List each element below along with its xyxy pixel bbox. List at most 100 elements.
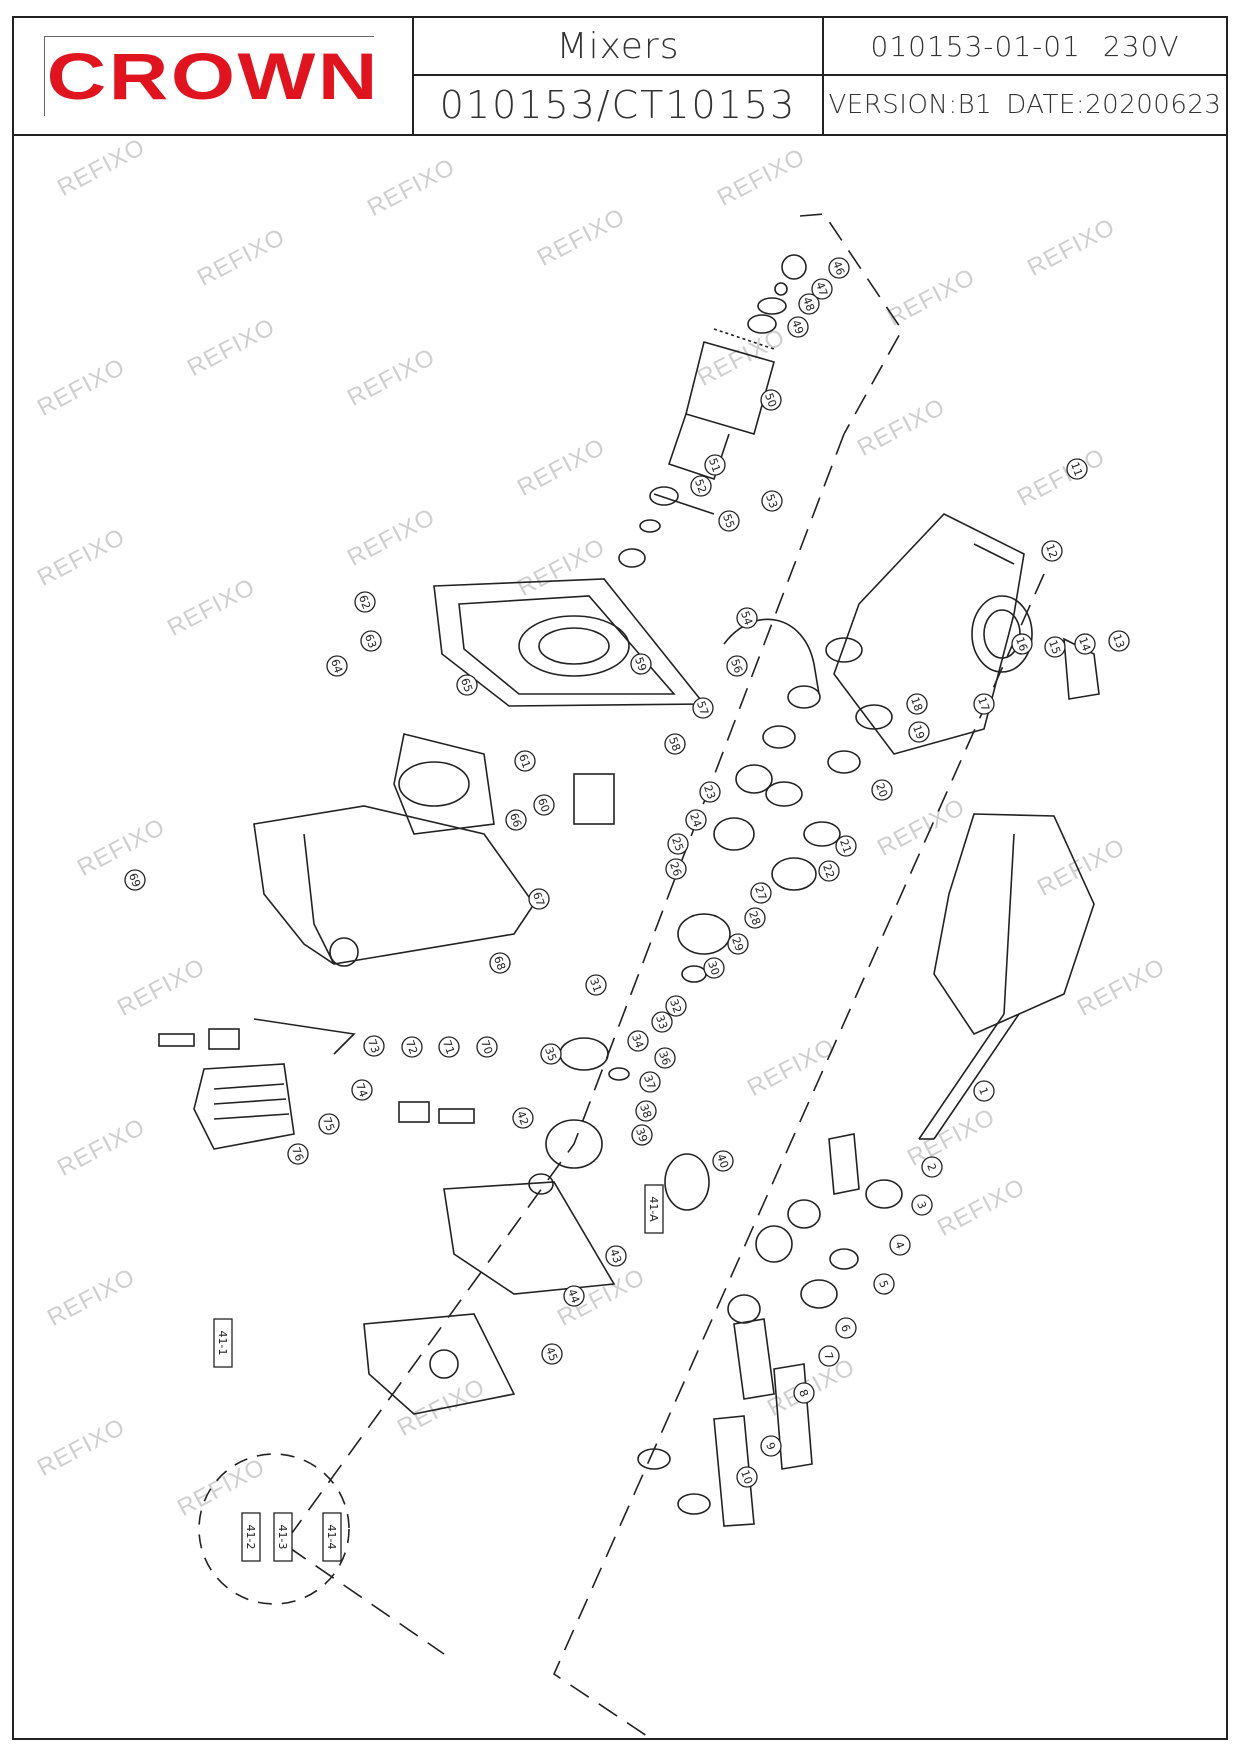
callout-26: 26 [665, 858, 687, 880]
callout-33: 33 [651, 1011, 673, 1033]
svg-text:55: 55 [720, 512, 737, 530]
callout-17: 17 [973, 693, 995, 715]
part-outlines [158, 213, 1100, 1740]
callout-32: 32 [665, 995, 687, 1017]
callout-65: 65 [456, 674, 478, 696]
svg-text:5: 5 [876, 1279, 891, 1290]
svg-text:24: 24 [687, 811, 704, 829]
callout-19: 19 [908, 721, 930, 743]
svg-text:10: 10 [738, 1468, 755, 1486]
callout-61: 61 [514, 750, 536, 772]
svg-text:71: 71 [440, 1038, 457, 1056]
version-value: VERSION:B1 [828, 90, 993, 120]
svg-text:50: 50 [762, 391, 779, 409]
drawing-code: 010153-01-01 230V [824, 18, 1226, 76]
brush-holder [208, 1028, 240, 1050]
svg-text:34: 34 [629, 1032, 646, 1050]
drawing-code-value: 010153-01-01 [870, 29, 1081, 63]
callout-15: 15 [1044, 636, 1066, 658]
switch [573, 773, 615, 825]
callout-22: 22 [818, 860, 840, 882]
svg-text:37: 37 [641, 1073, 658, 1091]
callout-7: 7 [818, 1345, 840, 1367]
svg-text:39: 39 [633, 1126, 650, 1144]
version-date: VERSION:B1 DATE:20200623 [824, 76, 1226, 134]
svg-text:74: 74 [353, 1081, 370, 1099]
callout-48: 48 [798, 293, 820, 315]
svg-text:42: 42 [514, 1109, 531, 1127]
svg-text:48: 48 [800, 295, 817, 313]
svg-text:43: 43 [607, 1247, 624, 1265]
callout-21: 21 [835, 835, 857, 857]
logo-rule [44, 36, 374, 37]
callout-8: 8 [793, 1382, 815, 1404]
carbon-brush [158, 1033, 195, 1047]
callout-1: 1 [973, 1080, 995, 1102]
svg-text:72: 72 [403, 1038, 420, 1056]
svg-text:23: 23 [701, 783, 718, 801]
boxed-label-41-4: 41-4 [322, 1512, 342, 1562]
parts-drawing: 1234567891011121314151617181920212223242… [124, 213, 1130, 1740]
svg-text:1: 1 [976, 1086, 991, 1097]
callout-53: 53 [761, 490, 783, 512]
callout-4: 4 [889, 1234, 911, 1256]
svg-text:40: 40 [714, 1152, 731, 1170]
callout-55: 55 [718, 510, 740, 532]
svg-text:63: 63 [362, 632, 379, 650]
svg-text:67: 67 [530, 890, 547, 908]
svg-text:31: 31 [587, 976, 604, 994]
callout-62: 62 [354, 591, 376, 613]
logo-cell: CROWN [14, 18, 414, 134]
callout-29: 29 [727, 933, 749, 955]
svg-text:2: 2 [924, 1162, 939, 1173]
svg-text:26: 26 [667, 860, 684, 878]
svg-text:16: 16 [1013, 635, 1030, 653]
crown-logo: CROWN [46, 39, 380, 113]
callout-25: 25 [667, 833, 689, 855]
callout-63: 63 [360, 630, 382, 652]
svg-text:46: 46 [830, 259, 847, 277]
callout-38: 38 [635, 1100, 657, 1122]
callout-50: 50 [760, 389, 782, 411]
callout-73: 73 [363, 1035, 385, 1057]
callout-34: 34 [627, 1030, 649, 1052]
callout-20: 20 [871, 779, 893, 801]
assembly-boundary [799, 213, 903, 435]
gear-train [528, 637, 893, 1211]
svg-text:58: 58 [666, 735, 683, 753]
svg-text:56: 56 [728, 657, 745, 675]
callout-58: 58 [664, 733, 686, 755]
svg-text:49: 49 [789, 318, 806, 336]
callout-9: 9 [760, 1435, 782, 1457]
svg-text:15: 15 [1046, 638, 1063, 656]
callout-24: 24 [685, 809, 707, 831]
svg-text:61: 61 [516, 752, 533, 770]
callout-51: 51 [704, 454, 726, 476]
svg-text:4: 4 [892, 1240, 907, 1251]
svg-text:3: 3 [914, 1200, 929, 1211]
callout-44: 44 [563, 1285, 585, 1307]
callout-markers: 1234567891011121314151617181920212223242… [124, 257, 1130, 1562]
callout-59: 59 [630, 653, 652, 675]
callout-70: 70 [476, 1036, 498, 1058]
callout-67: 67 [528, 888, 550, 910]
callout-30: 30 [703, 957, 725, 979]
callout-72: 72 [401, 1036, 423, 1058]
callout-76: 76 [287, 1143, 309, 1165]
drawing-sheet: CROWN Mixers 010153/CT10153 010153-01-01… [12, 16, 1228, 1740]
callout-16: 16 [1011, 633, 1033, 655]
svg-text:38: 38 [637, 1102, 654, 1120]
svg-text:30: 30 [705, 959, 722, 977]
boxed-label-41-2: 41-2 [241, 1512, 261, 1562]
svg-text:27: 27 [752, 884, 769, 902]
callout-60: 60 [533, 794, 555, 816]
output-spindle [637, 1133, 903, 1527]
callout-56: 56 [726, 655, 748, 677]
svg-text:75: 75 [320, 1115, 337, 1133]
svg-text:59: 59 [632, 655, 649, 673]
svg-text:66: 66 [507, 811, 524, 829]
callout-75: 75 [318, 1113, 340, 1135]
svg-text:35: 35 [542, 1045, 559, 1063]
rear-cap [193, 1018, 356, 1150]
